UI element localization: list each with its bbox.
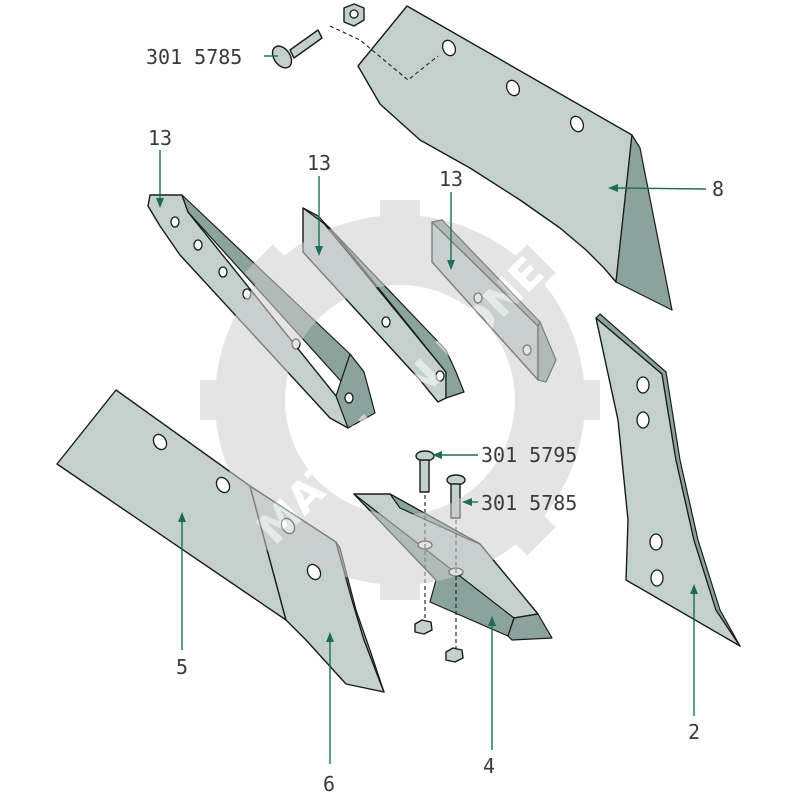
leader-bolt-b: [462, 498, 478, 506]
leader-13-left: [156, 150, 164, 208]
nut-lower-a: [414, 619, 433, 635]
top-bolt-assembly-line: [329, 25, 439, 81]
label-13-left: 13: [148, 126, 172, 150]
leader-8: [608, 184, 707, 192]
label-bolt-301-5785: 301 5785: [481, 491, 577, 515]
label-6: 6: [323, 772, 335, 796]
leader-5: [178, 512, 186, 650]
watermark-gear: MATTILAN KONE: [200, 200, 600, 600]
label-bolt-top: 301 5785: [146, 45, 242, 69]
leader-6: [326, 632, 334, 764]
leader-bolt-a: [432, 451, 478, 459]
label-8: 8: [712, 177, 724, 201]
leader-13-middle: [315, 176, 323, 256]
label-13-middle: 13: [307, 151, 331, 175]
leader-2: [690, 584, 698, 716]
nut-top: [343, 3, 365, 27]
label-2: 2: [688, 720, 700, 744]
part-8-plate: [357, 5, 673, 311]
leader-13-right: [447, 192, 455, 270]
leader-4: [488, 616, 496, 750]
part-2-plate: [595, 313, 741, 647]
bolt-top-301-5785: [271, 29, 323, 69]
label-5: 5: [176, 655, 188, 679]
label-bolt-301-5795: 301 5795: [481, 443, 577, 467]
label-4: 4: [483, 754, 495, 778]
nut-lower-b: [445, 647, 464, 663]
label-13-right: 13: [439, 167, 463, 191]
